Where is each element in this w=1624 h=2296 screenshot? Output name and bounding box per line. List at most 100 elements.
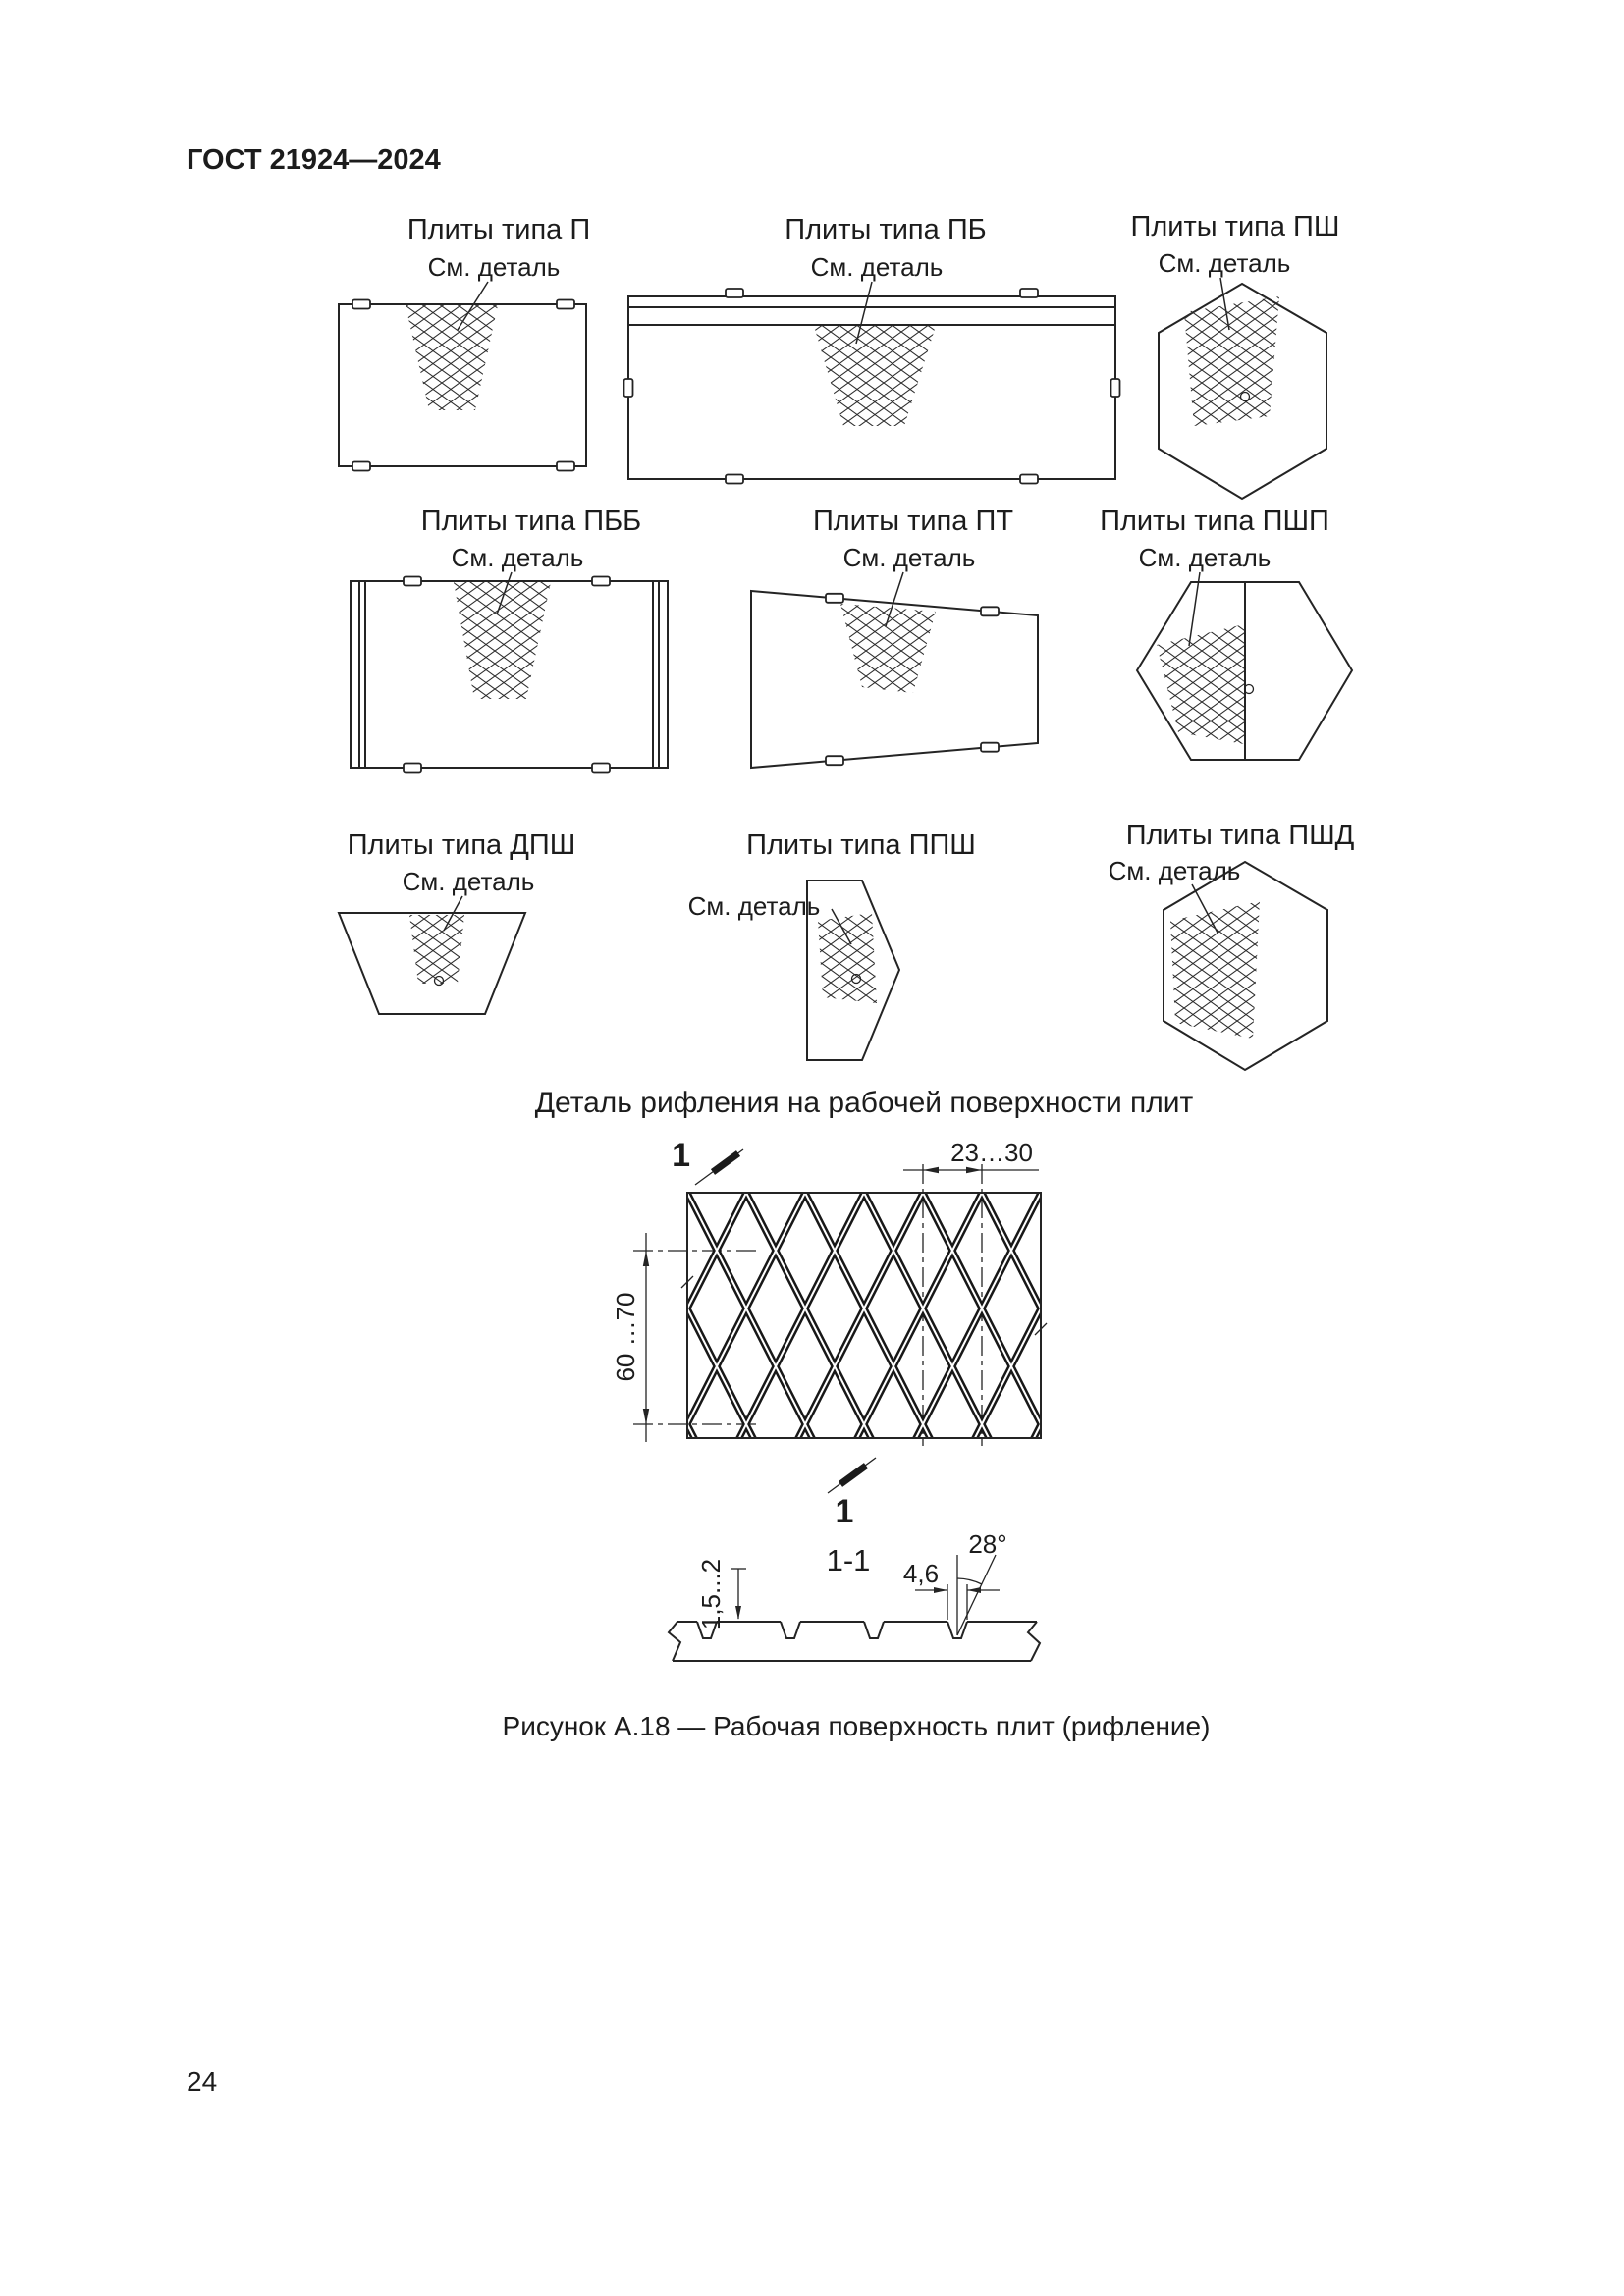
dimension-arrow (934, 1587, 947, 1593)
slot-mark (352, 460, 371, 472)
angle-reference-line (956, 1554, 997, 1636)
slot-mark (825, 592, 844, 604)
riffle-hatch-region (454, 582, 551, 699)
slot-mark (1019, 288, 1039, 298)
center-hole (1239, 391, 1251, 402)
plate-outline (337, 912, 527, 1015)
dimension-arrow (923, 1166, 939, 1174)
see-detail-note: См. деталь (452, 543, 584, 572)
riffle-hatch-region (814, 326, 936, 426)
riffle-hatch-region (1170, 901, 1260, 1039)
riffle-hatch-region (1157, 624, 1244, 744)
slot-mark (1019, 473, 1039, 485)
center-hole (1243, 683, 1255, 695)
slot-mark (591, 575, 611, 587)
section-label: 1-1 (827, 1543, 871, 1577)
page-number: 24 (187, 2066, 217, 2097)
riffle-hatch-region (409, 915, 464, 984)
see-detail-note: См. деталь (403, 867, 535, 896)
see-detail-note: См. деталь (1139, 543, 1272, 572)
break-line (667, 1621, 682, 1662)
dimension-arrow (642, 1251, 650, 1266)
figure-title: Плиты типа ПБ (785, 214, 986, 245)
figure-title: Плиты типа ДПШ (348, 829, 576, 861)
plate-outline (350, 580, 669, 769)
groove-width-label: 4,6 (903, 1559, 939, 1588)
figure-plate-pshp: Плиты типа ПШП См. деталь (1100, 506, 1354, 761)
break-line (1026, 1621, 1042, 1662)
figure-title: Плиты типа ПШП (1100, 506, 1329, 537)
slot-mark (352, 298, 371, 310)
plate-outline (806, 880, 901, 1061)
slot-mark (623, 378, 634, 398)
figure-plate-pshd: Плиты типа ПШД См. деталь (1109, 820, 1355, 1072)
groove (696, 1621, 718, 1639)
groove (863, 1621, 885, 1639)
figure-title: Плиты типа ПШД (1126, 820, 1355, 851)
slot-mark (556, 460, 575, 472)
edge-break-ticks (680, 1275, 1048, 1336)
slot-mark (725, 473, 744, 485)
slot-mark (591, 762, 611, 774)
slot-mark (825, 755, 844, 767)
slot-mark (1110, 378, 1121, 398)
leader-line (1188, 571, 1201, 647)
riffle-hatch-region (406, 305, 498, 410)
figure-title: Плиты типа ПШ (1131, 211, 1340, 242)
section-1-1-drawing: 1-1 1,5...2 4,6 28° (667, 1529, 1042, 1662)
cut-line-thick (710, 1150, 741, 1175)
groove (780, 1621, 801, 1639)
figure-plate-pt: Плиты типа ПТ См. деталь (750, 506, 1039, 770)
plate-outline (1135, 581, 1354, 761)
cut-line-thick (838, 1463, 869, 1487)
slot-mark (725, 288, 744, 298)
dimension-arrow (642, 1409, 650, 1424)
height-dimension-label: 60 …70 (611, 1292, 640, 1381)
slot-mark (980, 741, 1000, 753)
figure-plate-ppsh: Плиты типа ППШ См. деталь (688, 829, 976, 1061)
figure-title: Плиты типа ПТ (813, 506, 1013, 537)
groove (947, 1621, 968, 1639)
dimension-arrow (735, 1606, 741, 1620)
figure-plate-psh: Плиты типа ПШ См. деталь (1131, 211, 1340, 501)
figure-title: Плиты типа ППШ (746, 829, 976, 861)
slot-mark (403, 575, 422, 587)
width-dimension-label: 23…30 (950, 1138, 1033, 1167)
plate-outline (1163, 860, 1328, 1072)
slot-mark (980, 606, 1000, 617)
detail-title: Деталь рифления на рабочей поверхности п… (535, 1087, 1194, 1119)
center-hole (850, 973, 862, 985)
see-detail-note: См. деталь (428, 252, 561, 282)
document-header: ГОСТ 21924—2024 (187, 144, 441, 176)
dimension-arrow (966, 1166, 982, 1174)
figure-plate-pb: Плиты типа ПБ См. деталь (623, 214, 1121, 485)
figure-title: Плиты типа ПББ (421, 506, 641, 537)
see-detail-note: См. деталь (1109, 856, 1241, 885)
figure-title: Плиты типа П (407, 214, 590, 245)
figure-plate-pbb: Плиты типа ПББ См. деталь (350, 506, 669, 774)
slot-mark (556, 298, 575, 310)
plate-outline (750, 589, 1039, 770)
cut-label: 1 (672, 1137, 690, 1174)
riffle-hatch-region (840, 604, 936, 693)
riffle-hatch-region (1184, 296, 1279, 426)
riffle-detail-drawing: 23…30 60 …70 1 1 (611, 1137, 1048, 1530)
slot-mark (403, 762, 422, 774)
figure-plate-p: Плиты типа П См. деталь (338, 214, 590, 472)
plate-outline (1158, 282, 1327, 501)
depth-dimension-label: 1,5...2 (696, 1559, 726, 1629)
see-detail-note: См. деталь (688, 891, 821, 921)
figure-plate-dpsh: Плиты типа ДПШ См. деталь (337, 829, 576, 1015)
figure-caption: Рисунок А.18 — Рабочая поверхность плит … (503, 1711, 1211, 1741)
angle-arc (956, 1577, 983, 1585)
see-detail-note: См. деталь (843, 543, 976, 572)
riffle-hatch-region (818, 913, 877, 1003)
plate-outline (338, 303, 587, 467)
see-detail-note: См. деталь (1159, 248, 1291, 278)
see-detail-note: См. деталь (811, 252, 944, 282)
riffle-pattern-field (686, 1192, 1042, 1439)
center-hole (433, 975, 445, 987)
groove-angle-label: 28° (968, 1529, 1006, 1559)
